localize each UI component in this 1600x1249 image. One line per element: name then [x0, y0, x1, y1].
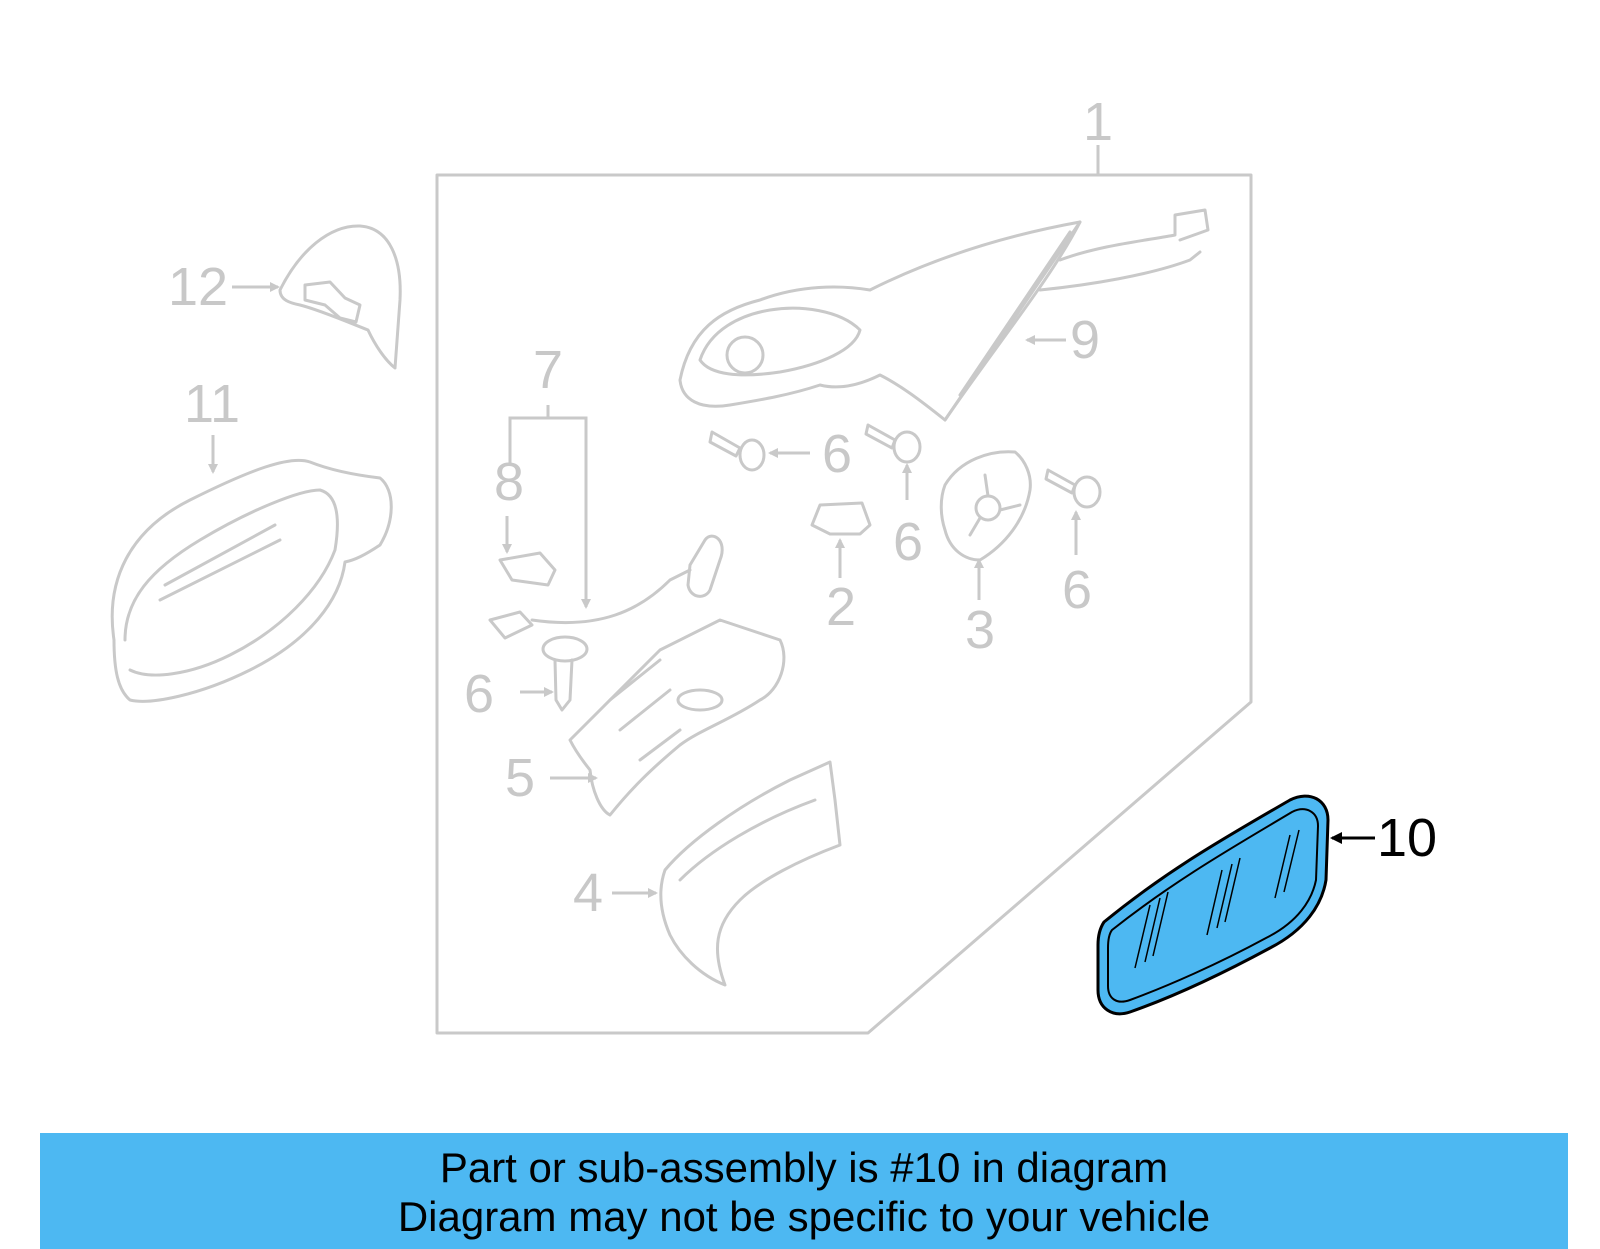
part-11-mirror-housing — [110, 458, 393, 703]
part-10-mirror-glass — [1096, 794, 1330, 1016]
part-5-mirror-base — [568, 618, 786, 817]
callout-7: 7 — [533, 340, 563, 400]
part-2-clip — [810, 501, 872, 536]
part-9-actuator-housing — [678, 208, 1210, 422]
part-3-motor — [939, 450, 1032, 562]
callout-9: 9 — [1070, 310, 1100, 370]
callout-6-a: 6 — [822, 424, 852, 484]
callout-1: 1 — [1083, 92, 1113, 152]
assembly-frame — [435, 173, 1253, 1035]
part-6-screw-a — [708, 430, 766, 472]
part-7-wiring-harness — [488, 534, 724, 640]
callout-10: 10 — [1377, 808, 1437, 868]
callout-6-b: 6 — [893, 512, 923, 572]
part-6-screw-c — [1044, 468, 1102, 509]
part-6-screw-b — [864, 423, 922, 464]
part-12-cover-cap — [278, 224, 402, 370]
callout-12: 12 — [168, 257, 228, 317]
callout-11: 11 — [184, 374, 240, 434]
banner-line-2: Diagram may not be specific to your vehi… — [397, 1193, 1211, 1240]
part-8-bulb-socket — [498, 551, 557, 587]
callout-5: 5 — [505, 748, 535, 808]
part-4-lower-cover — [659, 760, 842, 987]
callout-6-c: 6 — [1062, 560, 1092, 620]
info-banner: Part or sub-assembly is #10 in diagram D… — [40, 1133, 1568, 1249]
banner-line-1: Part or sub-assembly is #10 in diagram — [439, 1144, 1169, 1191]
callout-4: 4 — [573, 863, 603, 923]
callout-3: 3 — [965, 600, 995, 660]
callout-2: 2 — [826, 577, 856, 637]
callout-6-d: 6 — [464, 664, 494, 724]
part-6-screw-d — [541, 635, 589, 712]
callout-8: 8 — [494, 452, 524, 512]
